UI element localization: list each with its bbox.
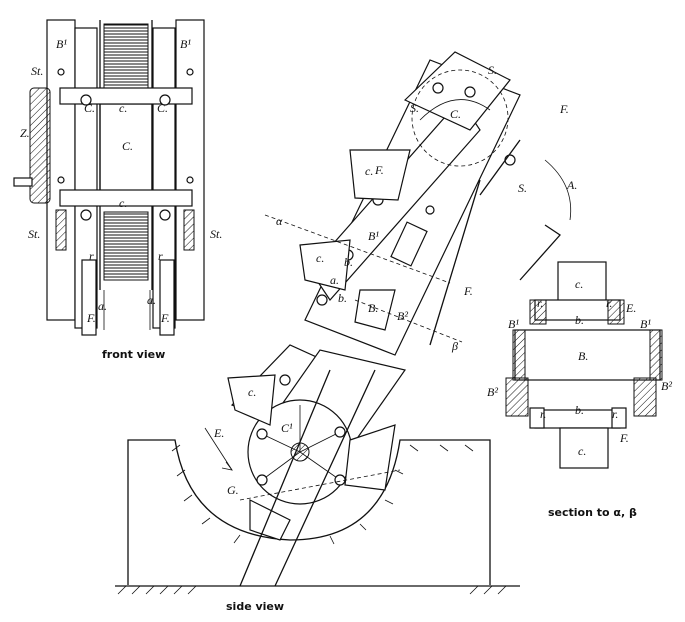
label-G: G.: [227, 483, 239, 497]
label-B1: B¹: [508, 317, 519, 331]
axle-stub: [13, 177, 33, 187]
label-r: r.: [612, 407, 618, 421]
side-view-labels: S. S. S. C. c. F. F. F. A. α β B¹ B. B² …: [213, 63, 577, 497]
label-c: c.: [578, 444, 586, 458]
side-view-drawing: [115, 51, 572, 595]
section-c-bottom: [559, 427, 609, 469]
label-F: F.: [86, 311, 96, 325]
label-F: F.: [463, 284, 473, 298]
left-outer-plate: [46, 19, 76, 321]
label-S: S.: [518, 181, 527, 195]
front-view-labels: B¹ B¹ St. Z. C. c. C. c. C. St. St. r r …: [20, 37, 222, 325]
label-S: S.: [488, 63, 497, 77]
section-line-alpha: [264, 214, 451, 284]
label-c: c.: [119, 196, 127, 210]
label-b: b.: [575, 403, 584, 417]
label-B: B.: [578, 349, 588, 363]
label-beta: β: [451, 339, 458, 353]
bucket-c-upper: [349, 149, 411, 201]
upper-wheel-path: [411, 69, 509, 167]
lower-crossbeam: [59, 189, 193, 207]
arrow-A: [544, 159, 572, 221]
front-view-drawing: [13, 19, 205, 336]
section-view-labels: c. r. r. E. B¹ B¹ b. B. B² B² r. r. b. c…: [487, 277, 672, 458]
label-r: r: [89, 249, 94, 263]
label-a: a.: [98, 299, 107, 313]
label-St: St.: [31, 64, 43, 78]
label-alpha: α: [276, 214, 283, 228]
section-c-top: [557, 261, 607, 303]
label-C1: C¹: [281, 421, 293, 435]
section-line-beta: [354, 299, 463, 343]
label-c: c.: [316, 251, 324, 265]
left-foot: [81, 259, 97, 336]
label-b: b.: [338, 291, 347, 305]
label-A: A.: [566, 178, 577, 192]
label-F: F.: [619, 431, 629, 445]
roller-tl: [529, 299, 547, 325]
right-foot: [159, 259, 175, 336]
label-E: E.: [213, 426, 224, 440]
label-r: r.: [606, 296, 612, 310]
label-B1: B¹: [640, 317, 651, 331]
lower-drum: [103, 211, 149, 281]
section-view-drawing: [505, 261, 663, 469]
label-c: c.: [575, 277, 583, 291]
label-a: a.: [330, 273, 339, 287]
label-B: B.: [368, 301, 378, 315]
label-B2: B²: [397, 309, 408, 323]
section-B2-right: [633, 377, 657, 417]
lever-A: [519, 224, 561, 281]
left-latch: [55, 209, 67, 251]
caption-front-view: front view: [102, 348, 166, 361]
mechanism: [390, 221, 428, 267]
label-F: F.: [559, 102, 569, 116]
bucket-bottom: [249, 499, 291, 541]
upper-rod: [429, 179, 481, 346]
upper-crossbeam: [59, 87, 193, 105]
label-b: b.: [575, 313, 584, 327]
label-E: E.: [625, 301, 636, 315]
bucket-right: [344, 424, 396, 491]
label-F: F.: [374, 163, 384, 177]
bucket-c-mid: [299, 239, 351, 291]
label-F: F.: [160, 311, 170, 325]
label-St: St.: [28, 227, 40, 241]
right-outer-plate: [175, 19, 205, 321]
center-box: [99, 103, 153, 205]
label-B1: B¹: [180, 37, 191, 51]
label-C: C.: [84, 101, 95, 115]
trough: [127, 439, 491, 585]
roller-tr: [607, 299, 625, 325]
label-C: C.: [122, 139, 133, 153]
label-a: a.: [147, 293, 156, 307]
section-B2-left: [505, 377, 529, 417]
caption-side-view: side view: [226, 600, 285, 613]
label-Z: Z.: [20, 126, 30, 140]
lower-legs: [239, 369, 376, 587]
label-S: S.: [410, 101, 419, 115]
bucket-c-lower: [227, 374, 276, 426]
right-latch: [183, 209, 195, 251]
label-B2: B²: [487, 385, 498, 399]
label-r: r: [158, 249, 163, 263]
caption-section: section to α, β: [548, 506, 637, 519]
gear-z: [29, 87, 51, 204]
label-r: r.: [537, 296, 543, 310]
label-B1: B¹: [56, 37, 67, 51]
label-c: c.: [365, 164, 373, 178]
label-C: C.: [157, 101, 168, 115]
label-b: b.: [344, 255, 353, 269]
label-St: St.: [210, 227, 222, 241]
label-B1: B¹: [368, 229, 379, 243]
label-B2: B²: [661, 379, 672, 393]
label-c: c.: [248, 385, 256, 399]
label-c: c.: [119, 101, 127, 115]
block-B: [354, 289, 396, 331]
label-r: r.: [540, 407, 546, 421]
label-C: C.: [450, 107, 461, 121]
arrow-E: [204, 427, 233, 471]
